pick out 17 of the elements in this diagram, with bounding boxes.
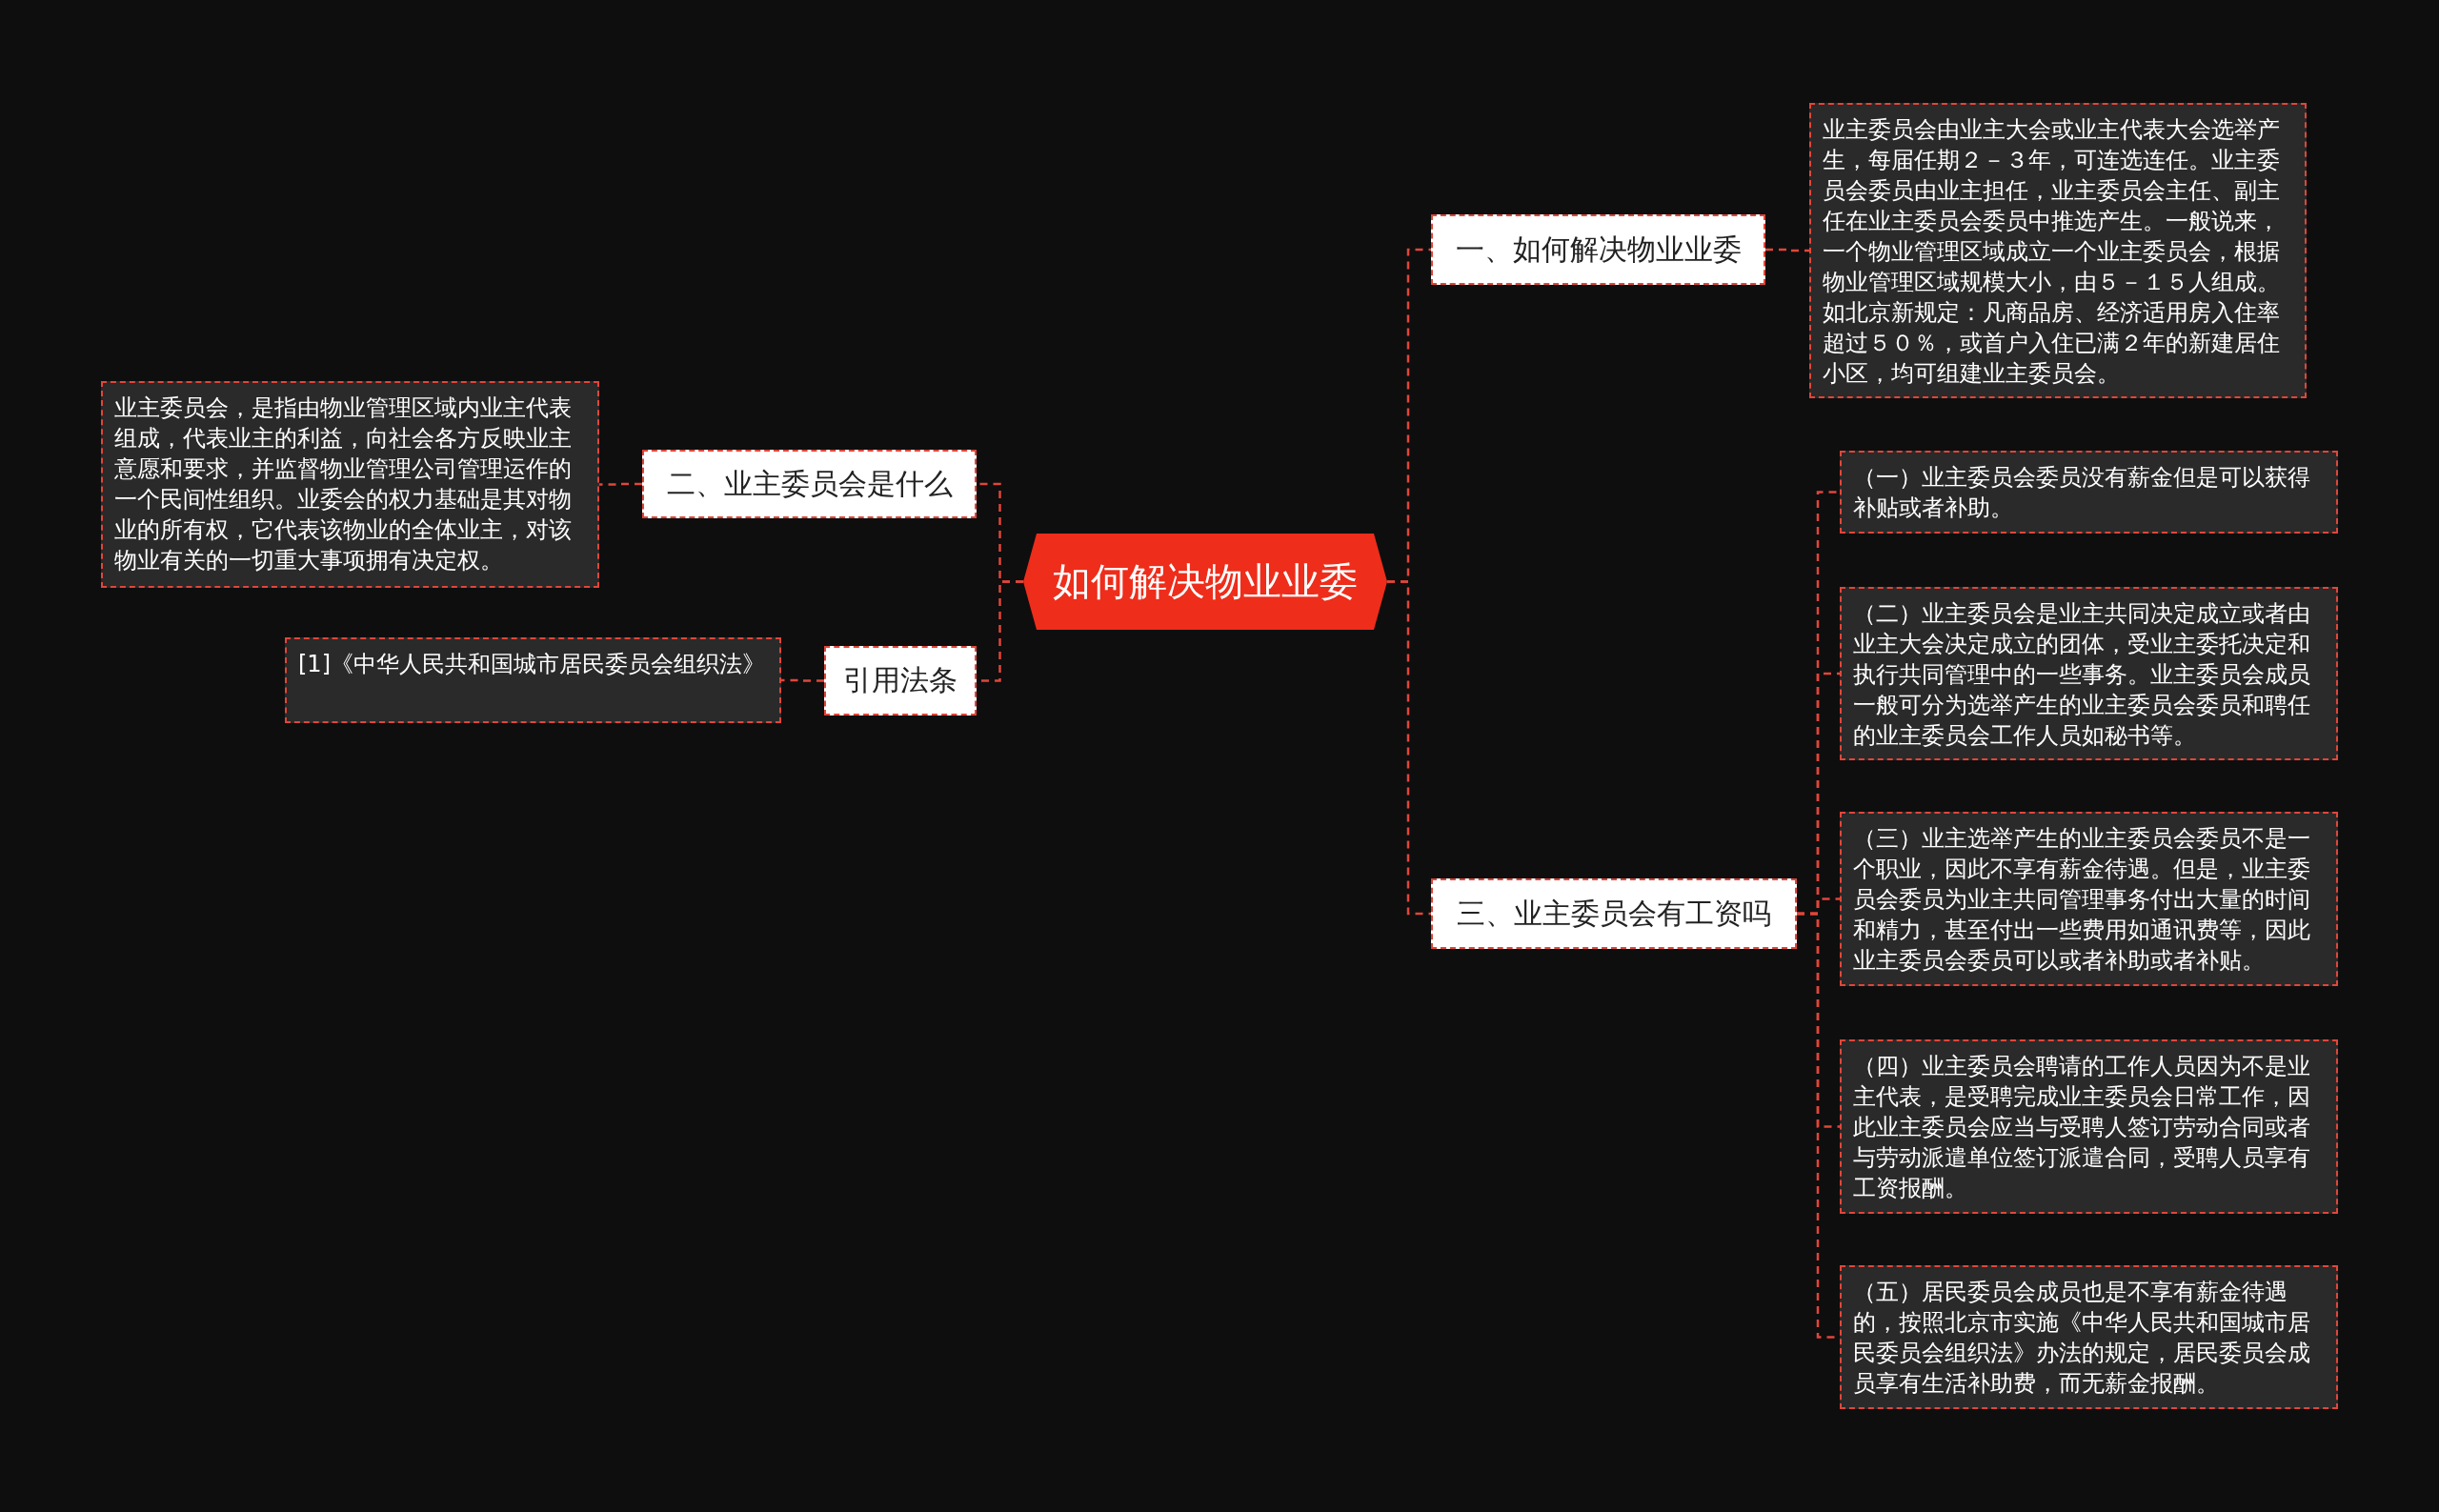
text-card: （二）业主委员会是业主共同决定成立或者由业主大会决定成立的团体，受业主委托决定和执行共同管理中的一些事务。业主委员会成员一般可分为选举产生的业主委员会委员和聘任的业主委员会工作人员如秘书等。	[1840, 587, 2338, 760]
text-card: （一）业主委员会委员没有薪金但是可以获得补贴或者补助。	[1840, 451, 2338, 534]
connector-line	[599, 482, 642, 486]
topic-box: 三、业主委员会有工资吗	[1431, 878, 1797, 949]
text-card: [1]《中华人民共和国城市居民委员会组织法》	[285, 637, 781, 723]
connector-line	[781, 678, 824, 682]
connector-line	[1765, 248, 1809, 252]
topic-box: 引用法条	[824, 646, 977, 716]
connector-line	[1387, 580, 1431, 916]
text-card: （四）业主委员会聘请的工作人员因为不是业主代表，是受聘完成业主委员会日常工作，因此业主委员会应当与受聘人签订劳动合同或者与劳动派遣单位签订派遣合同，受聘人员享有工资报酬。	[1840, 1039, 2338, 1214]
text-card: 业主委员会由业主大会或业主代表大会选举产生，每届任期２－３年，可连选连任。业主委员会委员由业主担任，业主委员会主任、副主任在业主委员会委员中推选产生。一般说来，一个物业管理区域成立一个业主委员会，根据物业管理区域规模大小，由５－１５人组成。如北京新规定：凡商品房、经济适用房入住率超过５０％，或首户入住已满２年的新建居住小区，均可组建业主委员会。	[1809, 103, 2307, 398]
topic-box: 二、业主委员会是什么	[642, 450, 977, 518]
text-card: （三）业主选举产生的业主委员会委员不是一个职业，因此不享有薪金待遇。但是，业主委员会委员为业主共同管理事务付出大量的时间和精力，甚至付出一些费用如通讯费等，因此业主委员会委员可以或者补助或者补贴。	[1840, 812, 2338, 986]
root-topic-hexagon: 如何解决物业业委	[1023, 534, 1387, 630]
text-card: （五）居民委员会成员也是不享有薪金待遇的，按照北京市实施《中华人民共和国城市居民委员会组织法》办法的规定，居民委员会成员享有生活补助费，而无薪金报酬。	[1840, 1265, 2338, 1409]
topic-box: 一、如何解决物业业委	[1431, 214, 1765, 285]
text-card: 业主委员会，是指由物业管理区域内业主代表组成，代表业主的利益，向社会各方反映业主意愿和要求，并监督物业管理公司管理运作的一个民间性组织。业委会的权力基础是其对物业的所有权，它代表该物业的全体业主，对该物业有关的一切重大事项拥有决定权。	[101, 381, 599, 588]
